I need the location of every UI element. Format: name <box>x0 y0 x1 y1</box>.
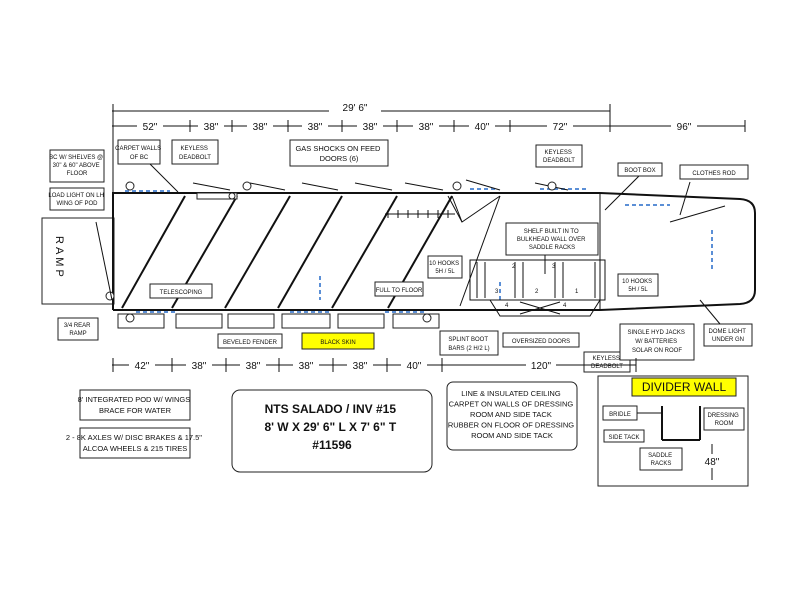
bottom-dim-3: 38" <box>246 361 261 372</box>
dressing-room-label: DRESSING ROOM <box>707 413 740 427</box>
trailer-body: RAMP <box>41 174 756 329</box>
rack-number: 1 <box>575 289 579 295</box>
carpet-walls-callout: CARPET WALLS OF BC <box>115 146 163 161</box>
title-note: NTS SALADO / INV #15 8' W X 29' 6" L X 7… <box>264 402 399 452</box>
full-to-floor-callout: FULL TO FLOOR <box>376 288 423 294</box>
bottom-dimensions: 42" 38" 38" 38" 38" 40" 120" <box>112 358 637 372</box>
black-skin-callout: BLACK SKIN <box>320 340 355 346</box>
lighting-lines <box>125 188 713 313</box>
divider-wall-panel: DIVIDER WALL BRIDLE DRESSING ROOM SIDE T… <box>597 375 749 487</box>
rack-number: 3 <box>495 289 499 295</box>
axles-note: 2 - 8K AXLES W/ DISC BRAKES & 17.5" ALCO… <box>66 433 204 453</box>
bottom-dim-4: 38" <box>299 361 314 372</box>
top-dim-3: 38" <box>253 122 268 133</box>
hooks-left-callout: 10 HOOKS 5H / 5L <box>429 261 461 275</box>
top-dim-8: 72" <box>553 122 568 133</box>
boot-box-callout: BOOT BOX <box>624 168 655 174</box>
keyless-deadbolt-2: KEYLESS DEADBOLT <box>543 150 575 164</box>
rack-number: 3 <box>552 264 556 270</box>
notes: 8' INTEGRATED POD W/ WINGS BRACE FOR WAT… <box>66 381 578 473</box>
oversized-doors-callout: OVERSIZED DOORS <box>512 339 570 345</box>
bottom-dim-rear: 120" <box>531 361 552 372</box>
top-dim-6: 38" <box>419 122 434 133</box>
top-dim-nose: 96" <box>677 122 692 133</box>
divider-wall-title: DIVIDER WALL <box>642 380 727 394</box>
top-dim-5: 38" <box>363 122 378 133</box>
top-dim-2: 38" <box>204 122 219 133</box>
top-dim-7: 40" <box>475 122 490 133</box>
load-light-callout: LOAD LIGHT ON LH WING OF POD <box>48 193 105 207</box>
shelf-built-callout: SHELF BUILT IN TO BULKHEAD WALL OVER SAD… <box>517 229 587 251</box>
callouts: BC W/ SHELVES @ 30" & 60" ABOVE FLOOR LO… <box>48 139 753 373</box>
hooks-right-callout: 10 HOOKS 5H / 5L <box>622 279 654 293</box>
bottom-dim-6: 40" <box>407 361 422 372</box>
splint-boot-callout: SPLINT BOOT BARS (2 H/2 L) <box>448 337 489 352</box>
top-dim-1: 52" <box>143 122 158 133</box>
feed-doors <box>192 179 569 191</box>
top-dimensions: 29' 6" 52" 38" 38" 38" 38" 38" 40" 72" <box>112 100 746 200</box>
bottom-dim-2: 38" <box>192 361 207 372</box>
bc-shelves-callout: BC W/ SHELVES @ 30" & 60" ABOVE FLOOR <box>49 155 105 177</box>
rear-ramp-callout: 3/4 REAR RAMP <box>64 323 92 337</box>
side-tack-label: SIDE TACK <box>608 435 639 441</box>
clothes-rod-callout: CLOTHES ROD <box>692 171 736 177</box>
saddle-racks: 3 2 1 2 3 4 4 <box>469 259 606 317</box>
hyd-jacks-callout: SINGLE HYD JACKS W/ BATTERIES SOLAR ON R… <box>627 330 686 354</box>
rack-number: 4 <box>505 303 509 309</box>
ramp <box>41 217 115 305</box>
rack-number: 2 <box>535 289 539 295</box>
divider-dim: 48" <box>705 457 720 468</box>
dome-light-callout: DOME LIGHT UNDER GN <box>709 329 748 343</box>
ceiling-note: LINE & INSULATED CEILING CARPET ON WALLS… <box>448 389 576 440</box>
ramp-label: RAMP <box>53 236 65 280</box>
bottom-dim-5: 38" <box>353 361 368 372</box>
bridle-label: BRIDLE <box>609 412 631 418</box>
tie-rail <box>385 210 455 218</box>
bottom-dim-1: 42" <box>135 361 150 372</box>
pod-note: 8' INTEGRATED POD W/ WINGS BRACE FOR WAT… <box>78 395 193 415</box>
beveled-fender-callout: BEVELED FENDER <box>223 340 278 346</box>
rack-number: 4 <box>563 303 567 309</box>
light-icons <box>105 181 557 323</box>
saddle-racks-label: SADDLE RACKS <box>648 453 674 467</box>
top-dim-4: 38" <box>308 122 323 133</box>
top-dim-labels: 52" 38" 38" 38" 38" 38" 40" 72" 96" <box>137 119 697 133</box>
keyless-deadbolt-3: KEYLESS DEADBOLT <box>591 356 623 370</box>
keyless-deadbolt-1: KEYLESS DEADBOLT <box>179 146 211 161</box>
fenders <box>117 313 440 329</box>
black-skin-highlight <box>301 332 375 350</box>
rack-number: 2 <box>512 264 516 270</box>
overall-length-label: 29' 6" <box>343 103 368 114</box>
gas-shocks-callout: GAS SHOCKS ON FEED DOORS (6) <box>295 144 382 163</box>
telescoping-callout: TELESCOPING <box>160 290 203 296</box>
